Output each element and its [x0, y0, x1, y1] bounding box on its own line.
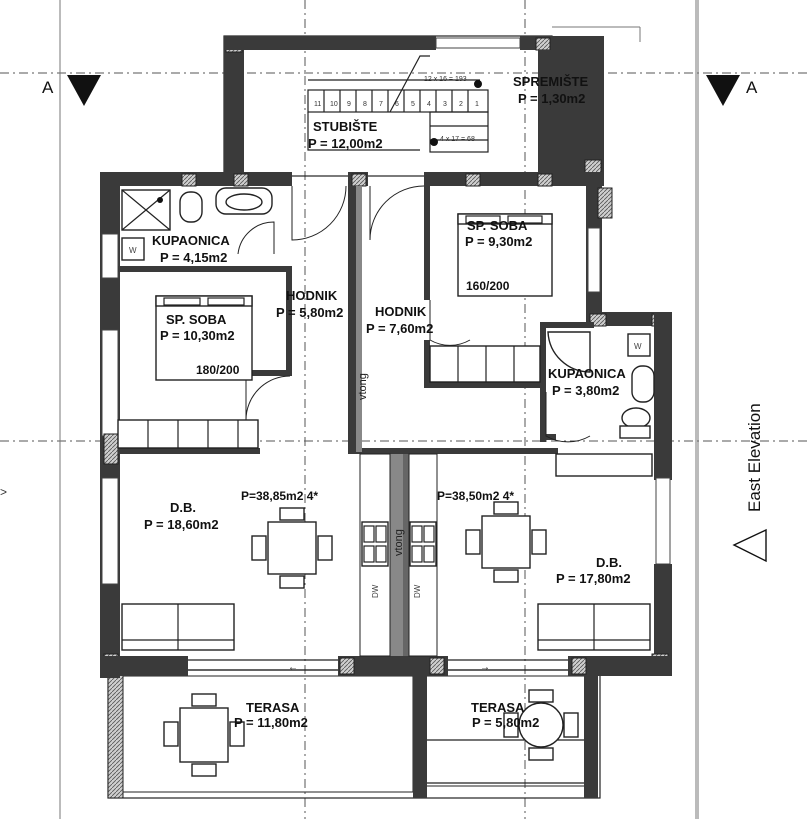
step-number: 7	[379, 101, 383, 108]
room-area-terasa-1: P = 11,80m2	[234, 715, 308, 730]
slide-left-icon: ←	[288, 662, 298, 673]
step-number: 10	[330, 101, 338, 108]
shaft-labels: vtong vtong DW DW	[357, 373, 422, 598]
unit-total-left: P=38,85m2 4*	[241, 489, 318, 503]
dw-label-left: DW	[371, 584, 380, 598]
step-number: 2	[459, 101, 463, 108]
section-arrow-right-icon	[706, 75, 740, 106]
section-letter-left: A	[42, 78, 54, 97]
exterior-walls: ← →	[100, 172, 672, 678]
room-area-kupaonica-1: P = 4,15m2	[160, 250, 227, 265]
room-name-stubiste: STUBIŠTE	[313, 119, 378, 134]
stair-numbers: 11 10 9 8 7 6 5 4 3 2 1	[314, 101, 479, 108]
elevation-arrow-icon	[732, 528, 767, 563]
section-arrow-left-icon	[67, 75, 101, 106]
washer-label-2: W	[634, 342, 642, 351]
room-name-terasa-1: TERASA	[246, 700, 300, 715]
doors	[237, 185, 591, 443]
room-area-soba-2: P = 9,30m2	[465, 234, 532, 249]
room-name-db-2: D.B.	[596, 555, 622, 570]
room-labels: STUBIŠTE P = 12,00m2 SPREMIŠTE P = 1,30m…	[144, 74, 631, 730]
terrace-left-furniture	[163, 693, 245, 777]
bathroom-2-fixtures: W	[547, 331, 655, 439]
room-area-kupaonica-2: P = 3,80m2	[552, 383, 619, 398]
step-number: 9	[347, 101, 351, 108]
section-marker-left: A	[42, 75, 101, 106]
stair-note-upper: 12 x 16 = 193	[424, 76, 467, 83]
section-letter-right: A	[746, 78, 758, 97]
room-area-db-1: P = 18,60m2	[144, 517, 219, 532]
room-name-hodnik-2: HODNIK	[375, 304, 427, 319]
bed-size-2: 160/200	[466, 279, 510, 293]
room-area-db-2: P = 17,80m2	[556, 571, 631, 586]
vtong-label-lower: vtong	[393, 529, 405, 556]
slide-right-icon: →	[480, 662, 490, 673]
room-area-terasa-2: P = 5,80m2	[472, 715, 539, 730]
washer-label: W	[129, 246, 137, 255]
unit-total-right: P=38,50m2 4*	[437, 489, 514, 503]
room-area-stubiste: P = 12,00m2	[308, 136, 383, 151]
section-marker-right: A	[706, 75, 758, 106]
living-right-furniture	[409, 453, 653, 651]
room-name-terasa-2: TERASA	[471, 700, 525, 715]
room-name-db-1: D.B.	[170, 500, 196, 515]
bedroom-2-furniture	[429, 213, 553, 383]
dw-label-right: DW	[413, 584, 422, 598]
terrace-right-furniture	[503, 689, 579, 761]
stair-note-lower: 4 x 17 = 68	[440, 136, 475, 143]
step-number: 3	[443, 101, 447, 108]
living-left-furniture	[121, 507, 389, 651]
edge-mark-icon: >	[0, 485, 7, 499]
bedroom-1-furniture	[117, 295, 259, 449]
elevation-label: East Elevation	[745, 403, 764, 512]
vtong-label-upper: vtong	[357, 373, 369, 400]
room-name-soba-1: SP. SOBA	[166, 312, 227, 327]
elevation-marker: East Elevation	[732, 403, 767, 563]
room-area-hodnik-2: P = 7,60m2	[366, 321, 433, 336]
room-area-spremiste: P = 1,30m2	[518, 91, 585, 106]
room-name-hodnik-1: HODNIK	[286, 288, 338, 303]
step-number: 4	[427, 101, 431, 108]
step-number: 5	[411, 101, 415, 108]
room-name-kupaonica-1: KUPAONICA	[152, 233, 230, 248]
terrace-outline	[107, 669, 601, 799]
step-number: 6	[395, 101, 399, 108]
step-number: 1	[475, 101, 479, 108]
room-name-soba-2: SP. SOBA	[467, 218, 528, 233]
bed-size-1: 180/200	[196, 363, 240, 377]
room-name-spremiste: SPREMIŠTE	[513, 74, 588, 89]
room-area-hodnik-1: P = 5,80m2	[276, 305, 343, 320]
step-number: 8	[363, 101, 367, 108]
bathroom-1-fixtures: W	[121, 187, 273, 261]
room-area-soba-1: P = 10,30m2	[160, 328, 235, 343]
step-number: 11	[314, 101, 321, 108]
room-name-kupaonica-2: KUPAONICA	[548, 366, 626, 381]
